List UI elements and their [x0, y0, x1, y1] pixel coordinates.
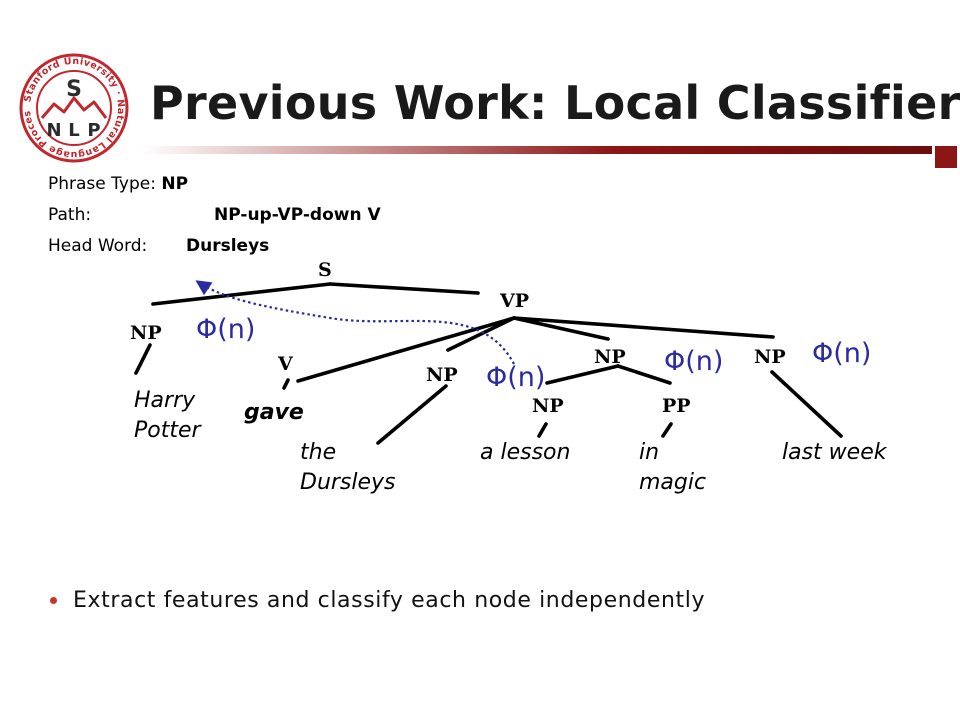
slide-title: Previous Work: Local Classifiers [150, 76, 960, 130]
edge-vp-np-time [512, 316, 775, 339]
feature-value: NP-up-VP-down V [214, 205, 381, 225]
edge-np-object-pp [616, 364, 672, 385]
edge-np-harry [134, 343, 152, 375]
node-v: V [277, 353, 294, 375]
node-s: S [318, 259, 332, 281]
feature-label: Path: [48, 205, 92, 225]
node-np-indirect: NP [426, 364, 458, 386]
word-in-magic: in magic [639, 438, 706, 498]
edge-np-object-np [545, 364, 620, 385]
node-vp: VP [499, 290, 529, 312]
word-last-week: last week [782, 440, 887, 465]
phi-label-np-subject: Φ(n) [196, 314, 256, 345]
edge-s-vp [328, 282, 480, 295]
title-rule [140, 146, 932, 154]
word-gave: gave [244, 400, 304, 425]
word-line: magic [639, 470, 707, 495]
word-the-dursleys: the Dursleys [300, 438, 396, 498]
logo-letter-l: L [68, 120, 79, 141]
tree-nodes: S VP NP V NP NP NP PP NP [130, 259, 786, 417]
logo-letter-n: N [46, 120, 61, 141]
edge-vp-v [296, 316, 516, 383]
word-line: Potter [134, 418, 201, 443]
feature-head-word: Head Word: Dursleys [48, 236, 269, 256]
word-line: in [639, 440, 660, 465]
node-np-subject: NP [130, 322, 162, 344]
word-a-lesson: a lesson [480, 440, 571, 465]
word-harry-potter: Harry Potter [134, 386, 201, 446]
edge-v-gave [282, 378, 290, 390]
edge-vp-np-object [512, 316, 610, 341]
word-line: Dursleys [300, 470, 396, 495]
bullet-dot-icon [50, 597, 57, 604]
stanford-nlp-logo: Stanford University · Natural Language P… [18, 52, 129, 163]
edge-pp-in [661, 422, 673, 438]
bullet-item: Extract features and classify each node … [50, 588, 705, 613]
edge-np-lesson [537, 422, 548, 438]
phi-label-np-object: Φ(n) [664, 346, 724, 377]
word-line: Harry [134, 388, 196, 413]
title-square [935, 146, 957, 168]
feature-label: Phrase Type: [48, 174, 156, 194]
edge-np-lastweek [770, 370, 843, 438]
word-line: the [300, 440, 337, 465]
tree-edges [134, 282, 843, 445]
node-np-lesson: NP [532, 395, 564, 417]
logo-letter-p: P [87, 120, 100, 141]
edge-np-dursleys [376, 384, 448, 445]
feature-phrase-type: Phrase Type: NP [48, 174, 188, 194]
node-pp: PP [662, 395, 691, 417]
node-np-time: NP [754, 346, 786, 368]
bullet-text: Extract features and classify each node … [73, 588, 706, 613]
feature-value: NP [161, 174, 189, 194]
path-arrow [195, 280, 515, 365]
edge-s-np [151, 282, 332, 306]
feature-label: Head Word: [48, 236, 148, 256]
phi-label-np-time: Φ(n) [812, 338, 872, 369]
phi-label-np-indirect: Φ(n) [486, 362, 546, 393]
feature-value: Dursleys [186, 236, 270, 256]
logo-letter-s: S [66, 77, 82, 102]
node-np-object: NP [594, 346, 626, 368]
edge-vp-np-indirect [446, 316, 516, 352]
feature-path: Path: NP-up-VP-down V [48, 205, 381, 225]
